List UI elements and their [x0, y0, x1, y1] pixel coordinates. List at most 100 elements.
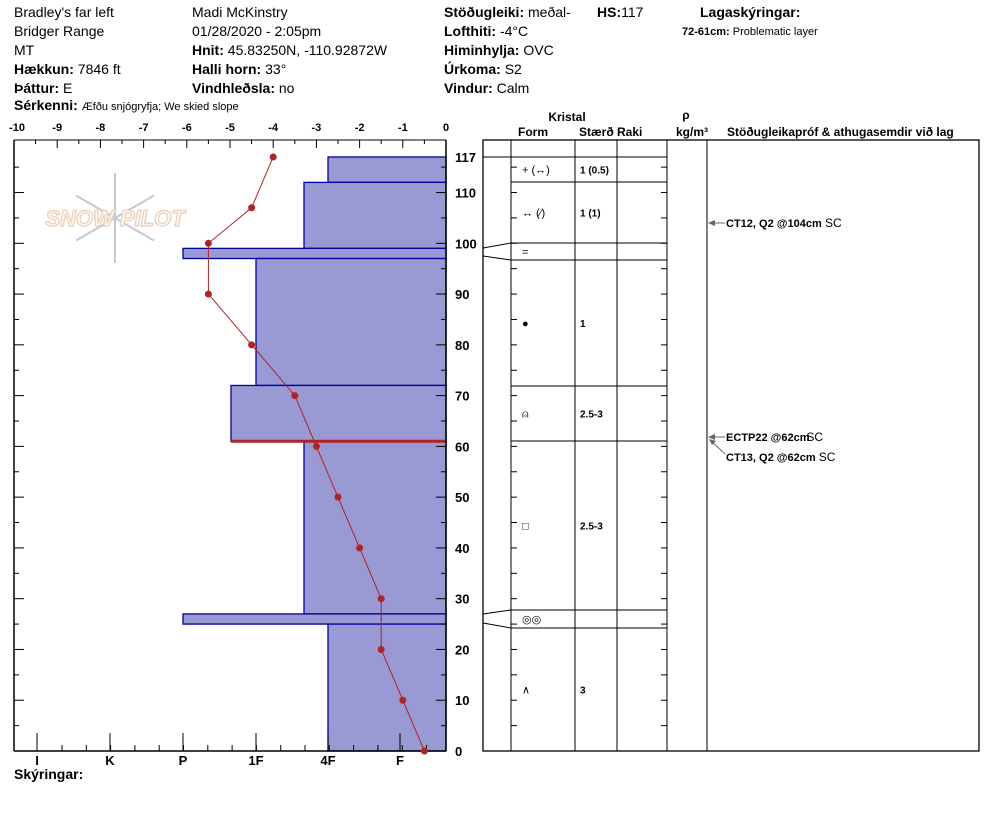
- temp-tick-label: -4: [268, 122, 279, 134]
- grain-form-symbol: ∧: [522, 685, 530, 697]
- hardness-tick-label: K: [105, 753, 115, 768]
- hardness-tick-label: 4F: [320, 753, 335, 768]
- legend-title: Lagaskýringar:: [700, 4, 801, 20]
- temp-tick-label: -2: [355, 122, 365, 134]
- temp-tick-label: -7: [139, 122, 149, 134]
- temperature-point: [204, 239, 212, 247]
- height-tick-label: 90: [455, 287, 469, 302]
- temp-tick-label: -8: [96, 122, 106, 134]
- temperature-point: [399, 696, 407, 704]
- arrow-head-icon: [709, 439, 716, 445]
- features: Sérkenni: Æfðu snjógryfja; We skied slop…: [14, 97, 239, 113]
- height-tick-label: 0: [455, 744, 462, 759]
- height-tick-label: 60: [455, 439, 469, 454]
- height-tick-label: 20: [455, 642, 469, 657]
- grain-size: 1 (1): [580, 209, 601, 220]
- header-form: Form: [518, 125, 548, 139]
- height-tick-label: 80: [455, 338, 469, 353]
- hardness-tick-label: F: [396, 753, 404, 768]
- grain-form-symbol: □: [522, 521, 529, 533]
- temperature-point: [248, 341, 256, 349]
- stability-test: ECTP22 @62cm: [726, 432, 810, 444]
- temperature-point: [204, 290, 212, 298]
- height-tick-label: 100: [455, 236, 477, 251]
- grain-size: 3: [580, 686, 586, 697]
- layer-connector: [482, 242, 512, 249]
- hardness-bar: [255, 257, 447, 387]
- hardness-tick-label: 1F: [248, 753, 263, 768]
- snowpilot-logo: SNOW PILOT: [45, 173, 187, 263]
- temperature-point: [291, 392, 299, 400]
- stability-test-result: SC: [819, 450, 836, 464]
- height-tick-label: 50: [455, 490, 469, 505]
- temp-tick-label: -5: [225, 122, 235, 134]
- slope: Halli horn: 33°: [192, 61, 287, 77]
- temperature-point: [269, 153, 277, 161]
- table-frame: [482, 139, 980, 752]
- hardness-bar: [327, 623, 447, 752]
- hardness-tick-label: I: [35, 753, 39, 768]
- range: Bridger Range: [14, 23, 105, 39]
- arrow-head-icon: [708, 434, 715, 440]
- hardness-bar: [327, 156, 447, 184]
- temperature-point: [248, 204, 256, 212]
- height-tick-label: 40: [455, 541, 469, 556]
- temp-tick-label: -10: [9, 122, 25, 134]
- arrow-head-icon: [708, 220, 715, 226]
- height-tick-label: 10: [455, 693, 469, 708]
- grain-form-symbol: =: [522, 247, 528, 259]
- elevation: Hækkun: 7846 ft: [14, 61, 121, 77]
- stability: Stöðugleiki: meðal-: [444, 4, 571, 20]
- stability-test-result: SC: [825, 216, 842, 230]
- temp-tick-label: 0: [443, 122, 449, 134]
- header-size: Stærð: [579, 125, 614, 139]
- grain-size: 1: [580, 319, 586, 330]
- hardness-tick-label: P: [179, 753, 188, 768]
- hardness-bar: [230, 384, 447, 442]
- state: MT: [14, 42, 35, 58]
- notes-label: Skýringar:: [14, 766, 84, 782]
- coords: Hnit: 45.83250N, -110.92872W: [192, 42, 388, 58]
- grain-size: 2.5-3: [580, 522, 603, 533]
- header-rho: ρ: [682, 108, 689, 122]
- temp-tick-label: -1: [398, 122, 408, 134]
- temp-tick-label: -9: [52, 122, 62, 134]
- hs: HS:117: [597, 4, 644, 20]
- hardness-bar: [182, 613, 447, 625]
- temperature-point: [377, 645, 385, 653]
- grain-form-symbol: + (↔): [522, 165, 550, 177]
- grain-size: 2.5-3: [580, 410, 603, 421]
- temperature-point: [312, 442, 320, 450]
- observer: Madi McKinstry: [192, 4, 288, 20]
- layer-connector: [482, 609, 512, 615]
- legend-entry: 72-61cm: Problematic layer: [682, 26, 818, 38]
- location: Bradley's far left: [14, 4, 114, 20]
- grain-form-symbol: ↔ (⁄): [522, 208, 545, 220]
- header-density: kg/m³: [676, 125, 708, 139]
- temperature-point: [377, 595, 385, 603]
- precip: Úrkoma: S2: [444, 61, 522, 77]
- height-tick-label: 70: [455, 389, 469, 404]
- aspect: Þáttur: E: [14, 80, 73, 96]
- windload: Vindhleðsla: no: [192, 80, 295, 96]
- stability-test: CT13, Q2 @62cm: [726, 452, 816, 464]
- datetime: 01/28/2020 - 2:05pm: [192, 23, 322, 39]
- temp-tick-label: -6: [182, 122, 192, 134]
- grain-form-symbol: ●: [522, 318, 529, 330]
- height-tick-label: 110: [455, 186, 476, 201]
- hardness-bar: [182, 247, 447, 260]
- wind: Vindur: Calm: [444, 80, 530, 96]
- grain-form-symbol: ⍝: [522, 409, 529, 421]
- svg-text:SNOW PILOT: SNOW PILOT: [45, 206, 186, 231]
- grain-form-symbol: ◎◎: [522, 614, 541, 626]
- stability-test: CT12, Q2 @104cm: [726, 218, 822, 230]
- header-comments: Stöðugleikapróf & athugasemdir við lag: [727, 125, 954, 139]
- airtemp: Lofthiti: -4°C: [444, 23, 529, 39]
- temperature-point: [420, 747, 428, 755]
- height-tick-label: 30: [455, 592, 469, 607]
- layer-connector: [482, 255, 512, 261]
- stability-test-result: SC: [806, 430, 823, 444]
- hardness-bar: [303, 181, 447, 250]
